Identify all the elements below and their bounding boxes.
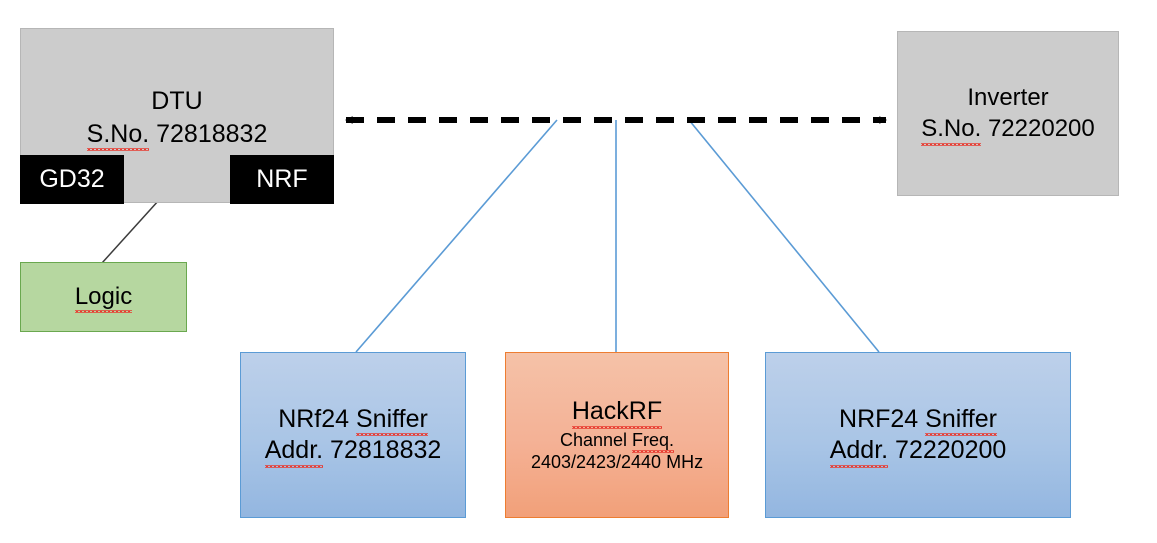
logic-label: Logic — [74, 282, 133, 314]
node-inverter[interactable]: Inverter S.No. 72220200 — [897, 31, 1119, 196]
hackrf-frequencies: 2403/2423/2440 MHz — [530, 451, 704, 472]
hackrf-subtitle-prefix: Channel — [559, 429, 633, 450]
node-nrf[interactable]: NRF — [230, 155, 334, 204]
hackrf-device-label: HackRF — [571, 397, 663, 428]
gd32-label: GD32 — [39, 165, 105, 193]
tap-line-sniffer-left — [355, 119, 558, 353]
node-sniffer-right[interactable]: NRF24 Sniffer Addr. 72220200 — [765, 352, 1071, 518]
sniffer-left-device-prefix: NRf24 — [278, 404, 356, 433]
dtu-serial: S.No. 72818832 — [86, 119, 268, 151]
node-gd32[interactable]: GD32 — [20, 155, 124, 204]
node-logic[interactable]: Logic — [20, 262, 187, 332]
inverter-serial-number: 72220200 — [987, 115, 1095, 143]
sniffer-right-addr-value: 72220200 — [895, 436, 1007, 464]
nrf-label: NRF — [256, 165, 308, 193]
inverter-serial: S.No. 72220200 — [921, 115, 1095, 146]
sniffer-right-device-suffix: Sniffer — [925, 404, 997, 436]
sniffer-right-device-prefix: NRF24 — [839, 404, 926, 433]
dtu-serial-number: 72818832 — [156, 119, 268, 148]
sniffer-left-device-suffix: Sniffer — [356, 404, 428, 436]
dtu-title: DTU — [151, 87, 203, 115]
hackrf-subtitle-suffix: Freq. — [632, 429, 675, 454]
sniffer-left-addr: Addr. 72818832 — [264, 436, 442, 467]
tap-lines — [355, 119, 880, 353]
inverter-serial-label: S.No. — [921, 115, 982, 146]
hackrf-subtitle: Channel Freq. — [559, 429, 675, 454]
sniffer-right-device: NRF24 Sniffer — [839, 404, 997, 436]
inverter-title: Inverter — [967, 84, 1049, 111]
hackrf-device: HackRF — [571, 397, 663, 428]
sniffer-left-device: NRf24 Sniffer — [278, 404, 428, 436]
node-sniffer-left[interactable]: NRf24 Sniffer Addr. 72818832 — [240, 352, 466, 518]
sniffer-right-addr: Addr. 72220200 — [829, 436, 1007, 467]
dtu-serial-label: S.No. — [86, 119, 150, 151]
sniffer-left-addr-value: 72818832 — [330, 436, 442, 464]
tap-line-sniffer-right — [688, 119, 880, 353]
node-hackrf[interactable]: HackRF Channel Freq. 2403/2423/2440 MHz — [505, 352, 729, 518]
sniffer-right-addr-label: Addr. — [829, 436, 889, 467]
sniffer-left-addr-label: Addr. — [264, 436, 324, 467]
